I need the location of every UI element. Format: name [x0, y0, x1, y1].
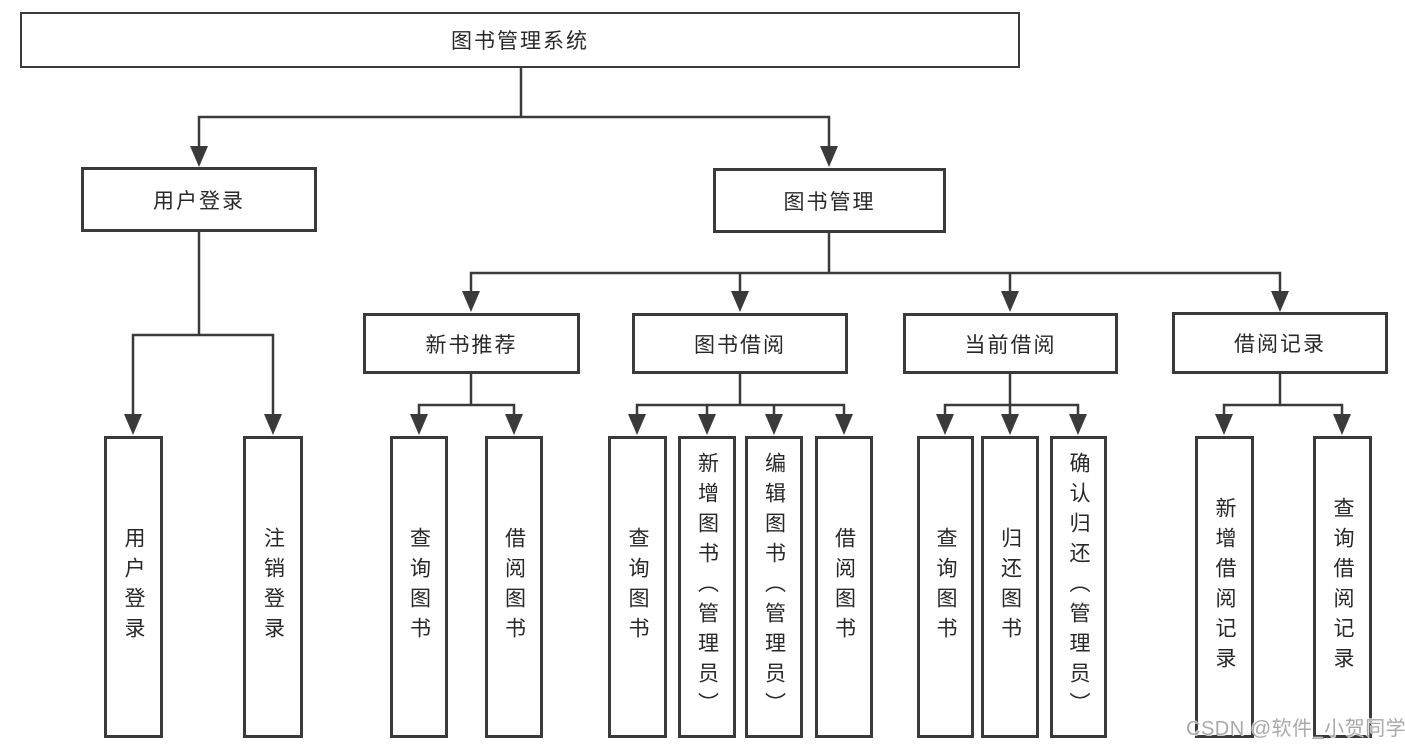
node-current-borrow: 当前借阅: [903, 313, 1118, 374]
node-label: 归还图书: [998, 527, 1022, 647]
arrow-down-icon: [1215, 414, 1233, 435]
arrow-down-icon: [820, 146, 838, 167]
arrow-down-icon: [1069, 414, 1087, 435]
node-user-login-branch: 用户登录: [81, 167, 317, 232]
arrow-down-icon: [462, 291, 480, 312]
arrow-down-icon: [765, 414, 783, 435]
node-label: 图书管理系统: [451, 30, 589, 53]
arrow-down-icon: [1001, 414, 1019, 435]
node-label: 借阅图书: [832, 527, 856, 647]
arrow-down-icon: [1271, 291, 1289, 312]
node-label: 用户登录: [153, 189, 245, 213]
leaf-logout: 注销登录: [243, 436, 303, 738]
arrow-down-icon: [1001, 291, 1019, 312]
leaf-query-books-borrow: 查询图书: [608, 436, 667, 738]
leaf-borrow-books: 借阅图书: [815, 436, 873, 738]
arrow-down-icon: [1333, 414, 1351, 435]
node-new-book-recommend: 新书推荐: [363, 313, 580, 374]
arrow-down-icon: [264, 414, 282, 435]
arrow-down-icon: [505, 414, 523, 435]
arrow-down-icon: [410, 414, 428, 435]
leaf-confirm-return-admin: 确认归还（管理员）: [1050, 436, 1107, 738]
leaf-edit-books-admin: 编辑图书（管理员）: [745, 436, 803, 738]
node-label: 查询图书: [626, 527, 649, 647]
node-label: 图书管理: [783, 190, 876, 214]
leaf-borrow-books-nb: 借阅图书: [485, 436, 543, 738]
leaf-query-books-nb: 查询图书: [390, 436, 448, 738]
leaf-query-borrow-record: 查询借阅记录: [1313, 436, 1372, 738]
node-label: 注销登录: [261, 527, 285, 647]
node-label: 确认归还（管理员）: [1067, 452, 1090, 722]
arrow-down-icon: [698, 414, 716, 435]
node-label: 借阅图书: [502, 527, 526, 647]
node-label: 查询图书: [934, 527, 957, 647]
arrowhead-icons: [124, 146, 1351, 435]
node-borrow-records: 借阅记录: [1172, 312, 1388, 374]
leaf-add-borrow-record: 新增借阅记录: [1195, 436, 1254, 738]
arrow-down-icon: [936, 414, 954, 435]
leaf-add-books-admin: 新增图书（管理员）: [678, 436, 736, 738]
node-label: 新增借阅记录: [1213, 497, 1236, 677]
leaf-query-books-current: 查询图书: [917, 436, 974, 738]
node-library-system: 图书管理系统: [20, 12, 1020, 68]
node-label: 图书借阅: [694, 333, 786, 357]
node-label: 用户登录: [122, 527, 145, 647]
node-book-management: 图书管理: [713, 168, 946, 233]
node-label: 查询图书: [407, 527, 431, 647]
arrow-down-icon: [190, 146, 208, 167]
node-label: 新增图书（管理员）: [695, 452, 719, 722]
arrow-down-icon: [835, 414, 853, 435]
csdn-watermark: CSDN @软件_小贺同学: [1186, 718, 1405, 740]
node-book-borrow: 图书借阅: [632, 313, 848, 374]
arrow-down-icon: [124, 414, 142, 435]
tree-edges: [131, 67, 1344, 417]
arrow-down-icon: [628, 414, 646, 435]
node-label: 借阅记录: [1234, 333, 1326, 356]
node-label: 当前借阅: [964, 333, 1057, 357]
node-label: 查询借阅记录: [1331, 497, 1354, 677]
arrow-down-icon: [731, 291, 749, 312]
node-label: 新书推荐: [425, 333, 518, 357]
leaf-user-login: 用户登录: [104, 436, 163, 738]
leaf-return-books: 归还图书: [981, 436, 1039, 738]
node-label: 编辑图书（管理员）: [762, 452, 786, 722]
